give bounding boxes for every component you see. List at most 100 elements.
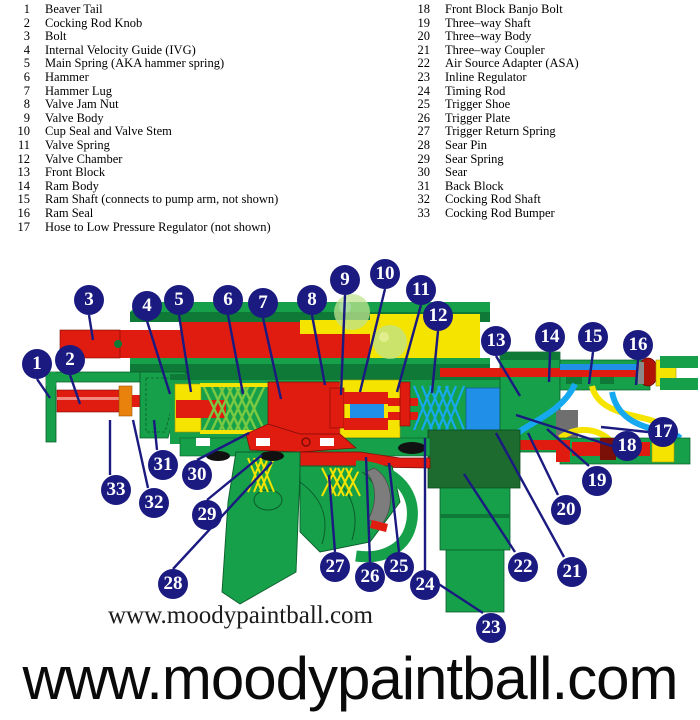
legend-label: Cup Seal and Valve Stem [45, 124, 172, 139]
legend-number: 28 [417, 137, 431, 152]
legend-number: 14 [17, 178, 31, 193]
legend-row: 21 Three–way Coupler [400, 42, 700, 57]
bolt-part [59, 329, 122, 359]
legend-row: 17 Hose to Low Pressure Regulator (not sh… [0, 219, 400, 234]
legend-label: Valve Chamber [45, 151, 123, 166]
legend-number: 27 [417, 124, 431, 139]
legend-number: 1 [23, 2, 30, 16]
legend-row: 28 Sear Pin [400, 137, 700, 152]
legend-row: 16 Ram Seal [0, 205, 400, 220]
legend-label: Sear [445, 165, 468, 180]
legend-label: Valve Spring [45, 137, 110, 152]
legend-row: 19 Three–way Shaft [400, 15, 700, 30]
legend-label: Cocking Rod Knob [45, 15, 143, 30]
site-watermark-text: www.moodypaintball.com [22, 644, 679, 712]
legend-row: 26 Trigger Plate [400, 110, 700, 125]
legend-row: 9 Valve Body [0, 110, 400, 125]
legend-number: 5 [23, 56, 30, 71]
legend-number: 19 [417, 15, 431, 30]
legend-label: Hammer [45, 69, 89, 84]
legend-row: 24 Timing Rod [400, 83, 700, 98]
legend-row: 27 Trigger Return Spring [400, 124, 700, 138]
legend-number: 24 [417, 83, 431, 98]
legend-number: 22 [417, 56, 431, 71]
legend-row: 22 Air Source Adapter (ASA) [400, 56, 700, 70]
legend-number: 7 [23, 83, 30, 98]
legend-label: Main Spring (AKA hammer spring) [45, 56, 225, 71]
legend-row: 12 Valve Chamber [0, 151, 400, 166]
legend-label: Three–way Coupler [445, 42, 545, 57]
legend-number: 10 [17, 124, 31, 139]
legend-label: Air Source Adapter (ASA) [445, 56, 579, 71]
legend-label: Internal Velocity Guide (IVG) [45, 42, 196, 57]
legend-row: 1 Beaver Tail [0, 2, 400, 16]
legend-column-right: 18 Front Block Banjo Bolt 19 Three–way Shaf… [400, 2, 700, 220]
legend-row: 4 Internal Velocity Guide (IVG) [0, 42, 400, 57]
legend-number: 21 [417, 42, 431, 57]
legend-number: 9 [23, 110, 30, 125]
legend-number: 26 [417, 110, 431, 125]
legend-label: Ram Shaft (connects to pump arm, not sho… [45, 192, 279, 207]
legend-number: 32 [417, 192, 431, 207]
legend-row: 11 Valve Spring [0, 137, 400, 152]
legend-number: 17 [17, 219, 31, 234]
legend-label: Trigger Shoe [445, 97, 511, 112]
legend-label: Three–way Body [445, 29, 532, 44]
legend-number: 13 [17, 165, 31, 180]
legend-number: 15 [17, 192, 31, 207]
legend-row: 2 Cocking Rod Knob [0, 15, 400, 30]
paintball-marker-cutaway-diagram: www.moodypaintball.com [0, 252, 700, 640]
legend-number: 25 [417, 97, 431, 112]
legend-label: Ram Seal [45, 205, 94, 220]
legend-row: 32 Cocking Rod Shaft [400, 192, 700, 206]
grip-frame-group [179, 423, 431, 605]
legend-number: 6 [23, 69, 30, 84]
legend-row: 18 Front Block Banjo Bolt [400, 2, 700, 16]
legend-number: 16 [17, 205, 31, 220]
legend-row: 15 Ram Shaft (connects to pump arm, not s… [0, 192, 400, 206]
legend-label: Hose to Low Pressure Regulator (not show… [45, 219, 271, 234]
legend-number: 3 [23, 29, 30, 44]
legend-number: 11 [17, 137, 30, 152]
legend-label: Timing Rod [445, 83, 506, 98]
legend-label: Valve Body [45, 110, 104, 125]
legend-label: Trigger Plate [445, 110, 511, 125]
legend-label: Back Block [445, 178, 504, 193]
three-way-assembly [556, 437, 691, 465]
legend-row: 10 Cup Seal and Valve Stem [0, 124, 400, 138]
legend-label: Sear Pin [445, 137, 488, 152]
marker-cross-section-illustration [45, 294, 698, 613]
legend-number: 33 [417, 205, 431, 220]
legend-label: Front Block [45, 165, 106, 180]
legend-row: 25 Trigger Shoe [400, 97, 700, 111]
legend-label: Beaver Tail [45, 2, 103, 16]
legend-number: 29 [417, 151, 431, 166]
legend-number: 20 [417, 29, 431, 44]
legend-label: Cocking Rod Bumper [445, 205, 555, 220]
legend-number: 2 [23, 15, 30, 30]
legend-number: 4 [23, 42, 30, 57]
legend-row: 33 Cocking Rod Bumper [400, 205, 700, 220]
legend-row: 8 Valve Jam Nut [0, 97, 400, 111]
legend-label: Cocking Rod Shaft [445, 192, 541, 207]
legend-number: 31 [417, 178, 431, 193]
legend-row: 13 Front Block [0, 165, 400, 179]
legend-label: Sear Spring [445, 151, 504, 166]
legend-number: 12 [17, 151, 31, 166]
legend-row: 5 Main Spring (AKA hammer spring) [0, 56, 400, 70]
legend-label: Hammer Lug [45, 83, 112, 98]
legend-number: 8 [23, 97, 30, 112]
legend-label: Ram Body [45, 178, 99, 193]
legend-row: 31 Back Block [400, 178, 700, 193]
legend-label: Three–way Shaft [445, 15, 531, 30]
legend-label: Front Block Banjo Bolt [445, 2, 563, 16]
legend-label: Valve Jam Nut [45, 97, 119, 112]
legend-row: 6 Hammer [0, 69, 400, 84]
legend-number: 18 [417, 2, 431, 16]
legend-label: Trigger Return Spring [445, 124, 556, 139]
legend-row: 20 Three–way Body [400, 29, 700, 43]
